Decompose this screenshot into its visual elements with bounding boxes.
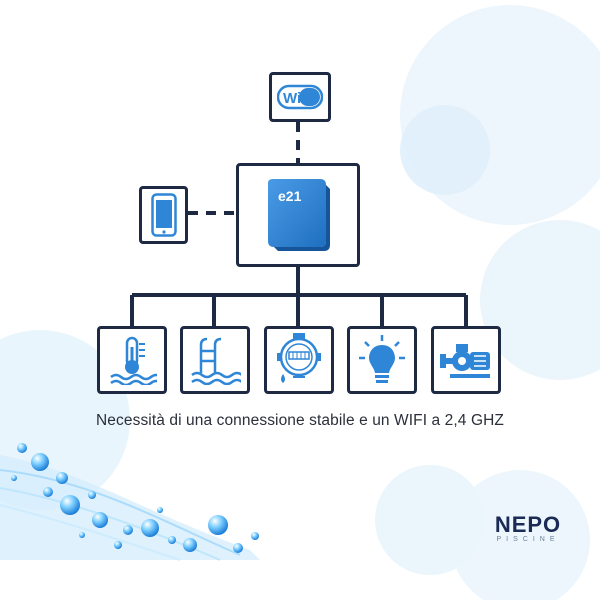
water-meter-box [264, 326, 334, 394]
wifi-text: WiFi [283, 90, 315, 107]
brand-logo: NEPO PISCINE [478, 512, 578, 543]
smartphone-icon [150, 193, 177, 237]
pool-box [180, 326, 250, 394]
light-bulb-icon [359, 335, 405, 383]
brand-subtitle: PISCINE [496, 536, 560, 543]
brand-name: NEPO [494, 512, 562, 537]
wifi-box: WiFi [269, 72, 331, 122]
wifi-icon: WiFi [277, 84, 323, 110]
light-box [347, 326, 417, 394]
caption-text: Necessità di una connessione stabile e u… [96, 412, 504, 429]
pool-ladder-icon [191, 337, 241, 385]
water-temperature-icon [110, 336, 157, 385]
pump-icon [440, 344, 490, 378]
device-label: e21 [278, 188, 302, 204]
water-meter-icon [277, 333, 321, 383]
controller-box: e21 [236, 163, 360, 267]
pump-box [431, 326, 501, 394]
water-temperature-box [97, 326, 167, 394]
controller-device: e21 [268, 179, 330, 251]
smartphone-box [139, 186, 188, 244]
